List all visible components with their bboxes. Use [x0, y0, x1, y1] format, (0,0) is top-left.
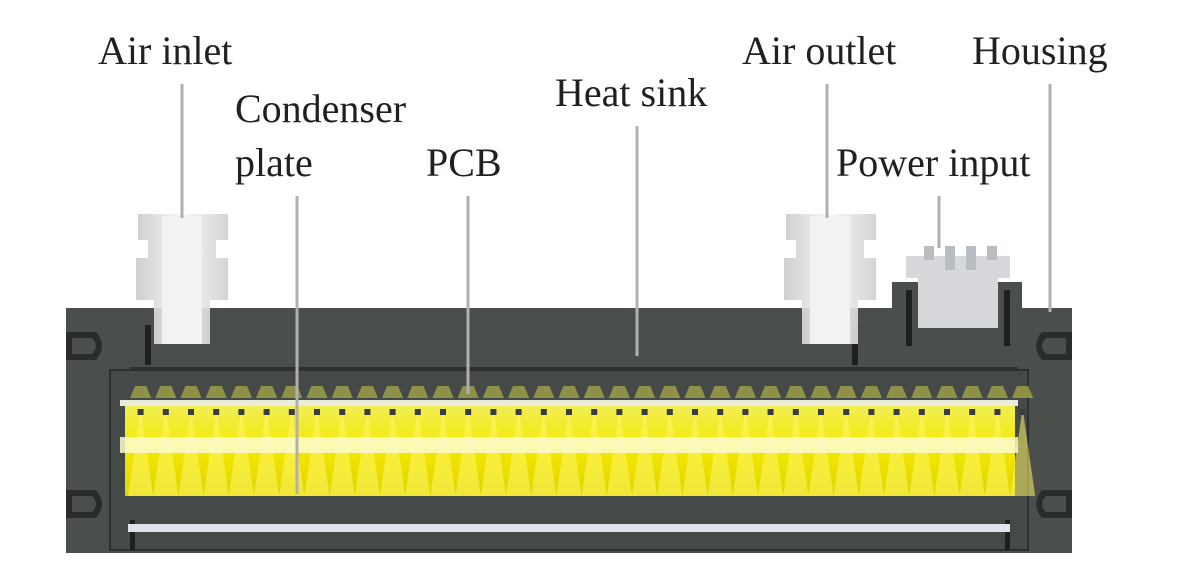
pcb-component [540, 409, 547, 415]
heat-sink-fin [684, 386, 706, 398]
heat-sink-fin [860, 386, 882, 398]
pcb-component [137, 409, 144, 415]
heat-sink-fin [482, 386, 504, 398]
heat-sink-fin [760, 386, 782, 398]
heat-sink-fin [835, 386, 857, 398]
heat-sink-fin [911, 386, 933, 398]
heat-sink-label: Heat sink [555, 70, 707, 115]
air-inlet-fitting [136, 214, 228, 344]
pcb-components [137, 409, 1026, 415]
power-input-label: Power input [836, 140, 1030, 185]
pcb-component [465, 409, 472, 415]
bottom-plate [128, 524, 1010, 532]
pcb-component [742, 409, 749, 415]
pcb-component [288, 409, 295, 415]
leader-lines [180, 84, 1052, 494]
condenser-plate [120, 437, 1018, 453]
heat-sink-fin [659, 386, 681, 398]
pcb-component [717, 409, 724, 415]
heat-sink-fin [130, 386, 152, 398]
pcb-component [767, 409, 774, 415]
pcb-component [364, 409, 371, 415]
condenser-plate-label-line1: Condenser [235, 86, 406, 131]
pcb-component [666, 409, 673, 415]
heat-sink-fin [230, 386, 252, 398]
heat-sink-fin [331, 386, 353, 398]
heat-sink-fin [432, 386, 454, 398]
glow-tooth [1010, 408, 1036, 496]
pcb-component [868, 409, 875, 415]
heat-sink-fin [382, 386, 404, 398]
heat-sink-fin [256, 386, 278, 398]
pcb-component [414, 409, 421, 415]
heat-sink-fin [810, 386, 832, 398]
pcb-component [641, 409, 648, 415]
heat-sink-fin [785, 386, 807, 398]
pcb-component [792, 409, 799, 415]
heat-sink-fin [558, 386, 580, 398]
pcb-component [162, 409, 169, 415]
heat-sink-fin [407, 386, 429, 398]
air-outlet-fitting [784, 214, 876, 344]
pcb-component [339, 409, 346, 415]
heat-sink-fin [508, 386, 530, 398]
heat-sink-fin [356, 386, 378, 398]
condenser-plate-label-line2: plate [235, 140, 313, 185]
pcb-plate [120, 400, 1018, 406]
pcb-component [566, 409, 572, 415]
pcb-component [263, 409, 270, 415]
heat-sink-fin [533, 386, 555, 398]
pcb-label: PCB [426, 140, 502, 185]
pcb-component [616, 409, 623, 415]
pcb-component [188, 409, 194, 415]
pcb-component [440, 409, 446, 415]
air-outlet-label: Air outlet [742, 28, 896, 73]
pcb-component [893, 409, 900, 415]
heat-sink-fin [180, 386, 202, 398]
pcb-component [818, 409, 824, 415]
pcb-component [969, 409, 976, 415]
heat-sink-fin [986, 386, 1008, 398]
air-inlet-label: Air inlet [98, 28, 232, 73]
heat-sink-fin [709, 386, 731, 398]
heat-sink-fin [634, 386, 656, 398]
pcb-component [944, 409, 950, 415]
pcb-component [843, 409, 850, 415]
heat-sink-fins [130, 386, 1034, 398]
pcb-component [515, 409, 522, 415]
pcb-component [490, 409, 497, 415]
heat-sink-fin [936, 386, 958, 398]
power-input-connector [906, 246, 1010, 328]
heat-sink-fin [1012, 386, 1034, 398]
pcb-component [994, 409, 1001, 415]
pcb-component [389, 409, 396, 415]
pcb-component [918, 409, 925, 415]
housing-label: Housing [972, 28, 1108, 73]
heat-sink-fin [734, 386, 756, 398]
pcb-component [314, 409, 320, 415]
heat-sink-fin [961, 386, 983, 398]
pcb-component [591, 409, 598, 415]
heat-sink-fin [886, 386, 908, 398]
heat-sink-fin [306, 386, 328, 398]
heat-sink-fin [155, 386, 177, 398]
heat-sink-fin [205, 386, 227, 398]
pcb-component [213, 409, 220, 415]
heat-sink-fin [583, 386, 605, 398]
pcb-component [238, 409, 245, 415]
pcb-component [692, 409, 698, 415]
pcb-component [1019, 409, 1026, 415]
heat-sink-fin [608, 386, 630, 398]
